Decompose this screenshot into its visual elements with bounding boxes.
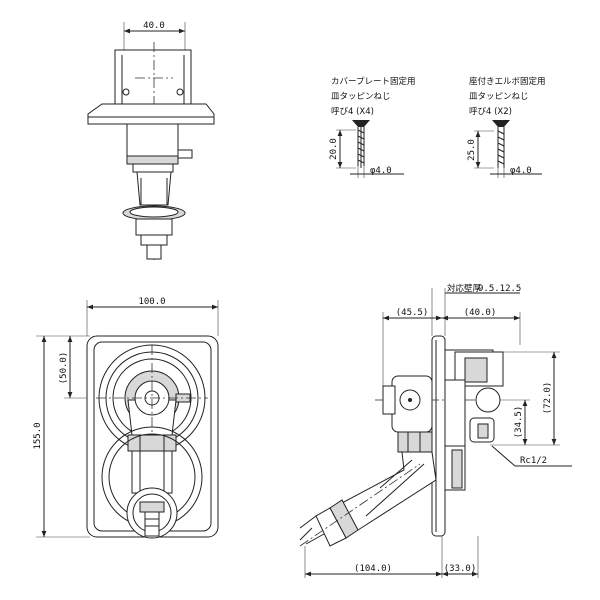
thread-label: Rc1/2 (520, 456, 547, 466)
screw1-note-line1: カバープレート固定用 (331, 76, 416, 87)
dim-side-inner: (34.5) (514, 406, 524, 439)
side-view: 対応壁厚 9.5.12.5 (45.5) (40.0) (72.0) (34.5… (299, 283, 572, 578)
screw1-note-line2: 皿タッピンねじ (331, 92, 391, 102)
dim-front-height: 155.0 (33, 422, 43, 449)
screw2-note-line2: 皿タッピンねじ (469, 92, 529, 102)
side-hex-nut (397, 431, 433, 453)
screw1-note-line3: 呼び4 (X4) (331, 106, 374, 117)
wall-plate (431, 335, 446, 537)
screw-detail-2: 座付きエルボ固定用 皿タッピンねじ 呼び4 (X2) 25.0 φ4.0 (467, 76, 546, 178)
dim-top-width: 40.0 (143, 21, 165, 31)
dim-front-width: 100.0 (138, 297, 165, 307)
dim-bottom-right: (33.0) (444, 564, 477, 574)
screw2-note-line3: 呼び4 (X2) (469, 106, 512, 117)
dim-front-upper: (50.0) (59, 352, 69, 385)
screw-detail-1: カバープレート固定用 皿タッピンねじ 呼び4 (X4) 20.0 φ4.0 (329, 76, 416, 178)
dim-side-height: (72.0) (543, 382, 553, 415)
dim-side-left: (45.5) (396, 308, 429, 318)
front-view: 100.0 155.0 (50.0) (33, 297, 219, 539)
screw1-diameter: φ4.0 (370, 166, 392, 176)
wall-thickness-value: 9.5.12.5 (478, 284, 521, 294)
screw2-length: 25.0 (467, 139, 477, 161)
screw2-note-line1: 座付きエルボ固定用 (469, 76, 546, 87)
screw-hole (176, 88, 184, 96)
screw-hole (122, 88, 130, 96)
dim-side-right: (40.0) (464, 308, 497, 318)
dim-bottom-left: (104.0) (354, 564, 392, 574)
screw1-length: 20.0 (329, 138, 339, 160)
top-view: 40.0 (87, 21, 215, 260)
wall-thickness-label: 対応壁厚 (447, 283, 482, 294)
screw2-diameter: φ4.0 (510, 166, 532, 176)
